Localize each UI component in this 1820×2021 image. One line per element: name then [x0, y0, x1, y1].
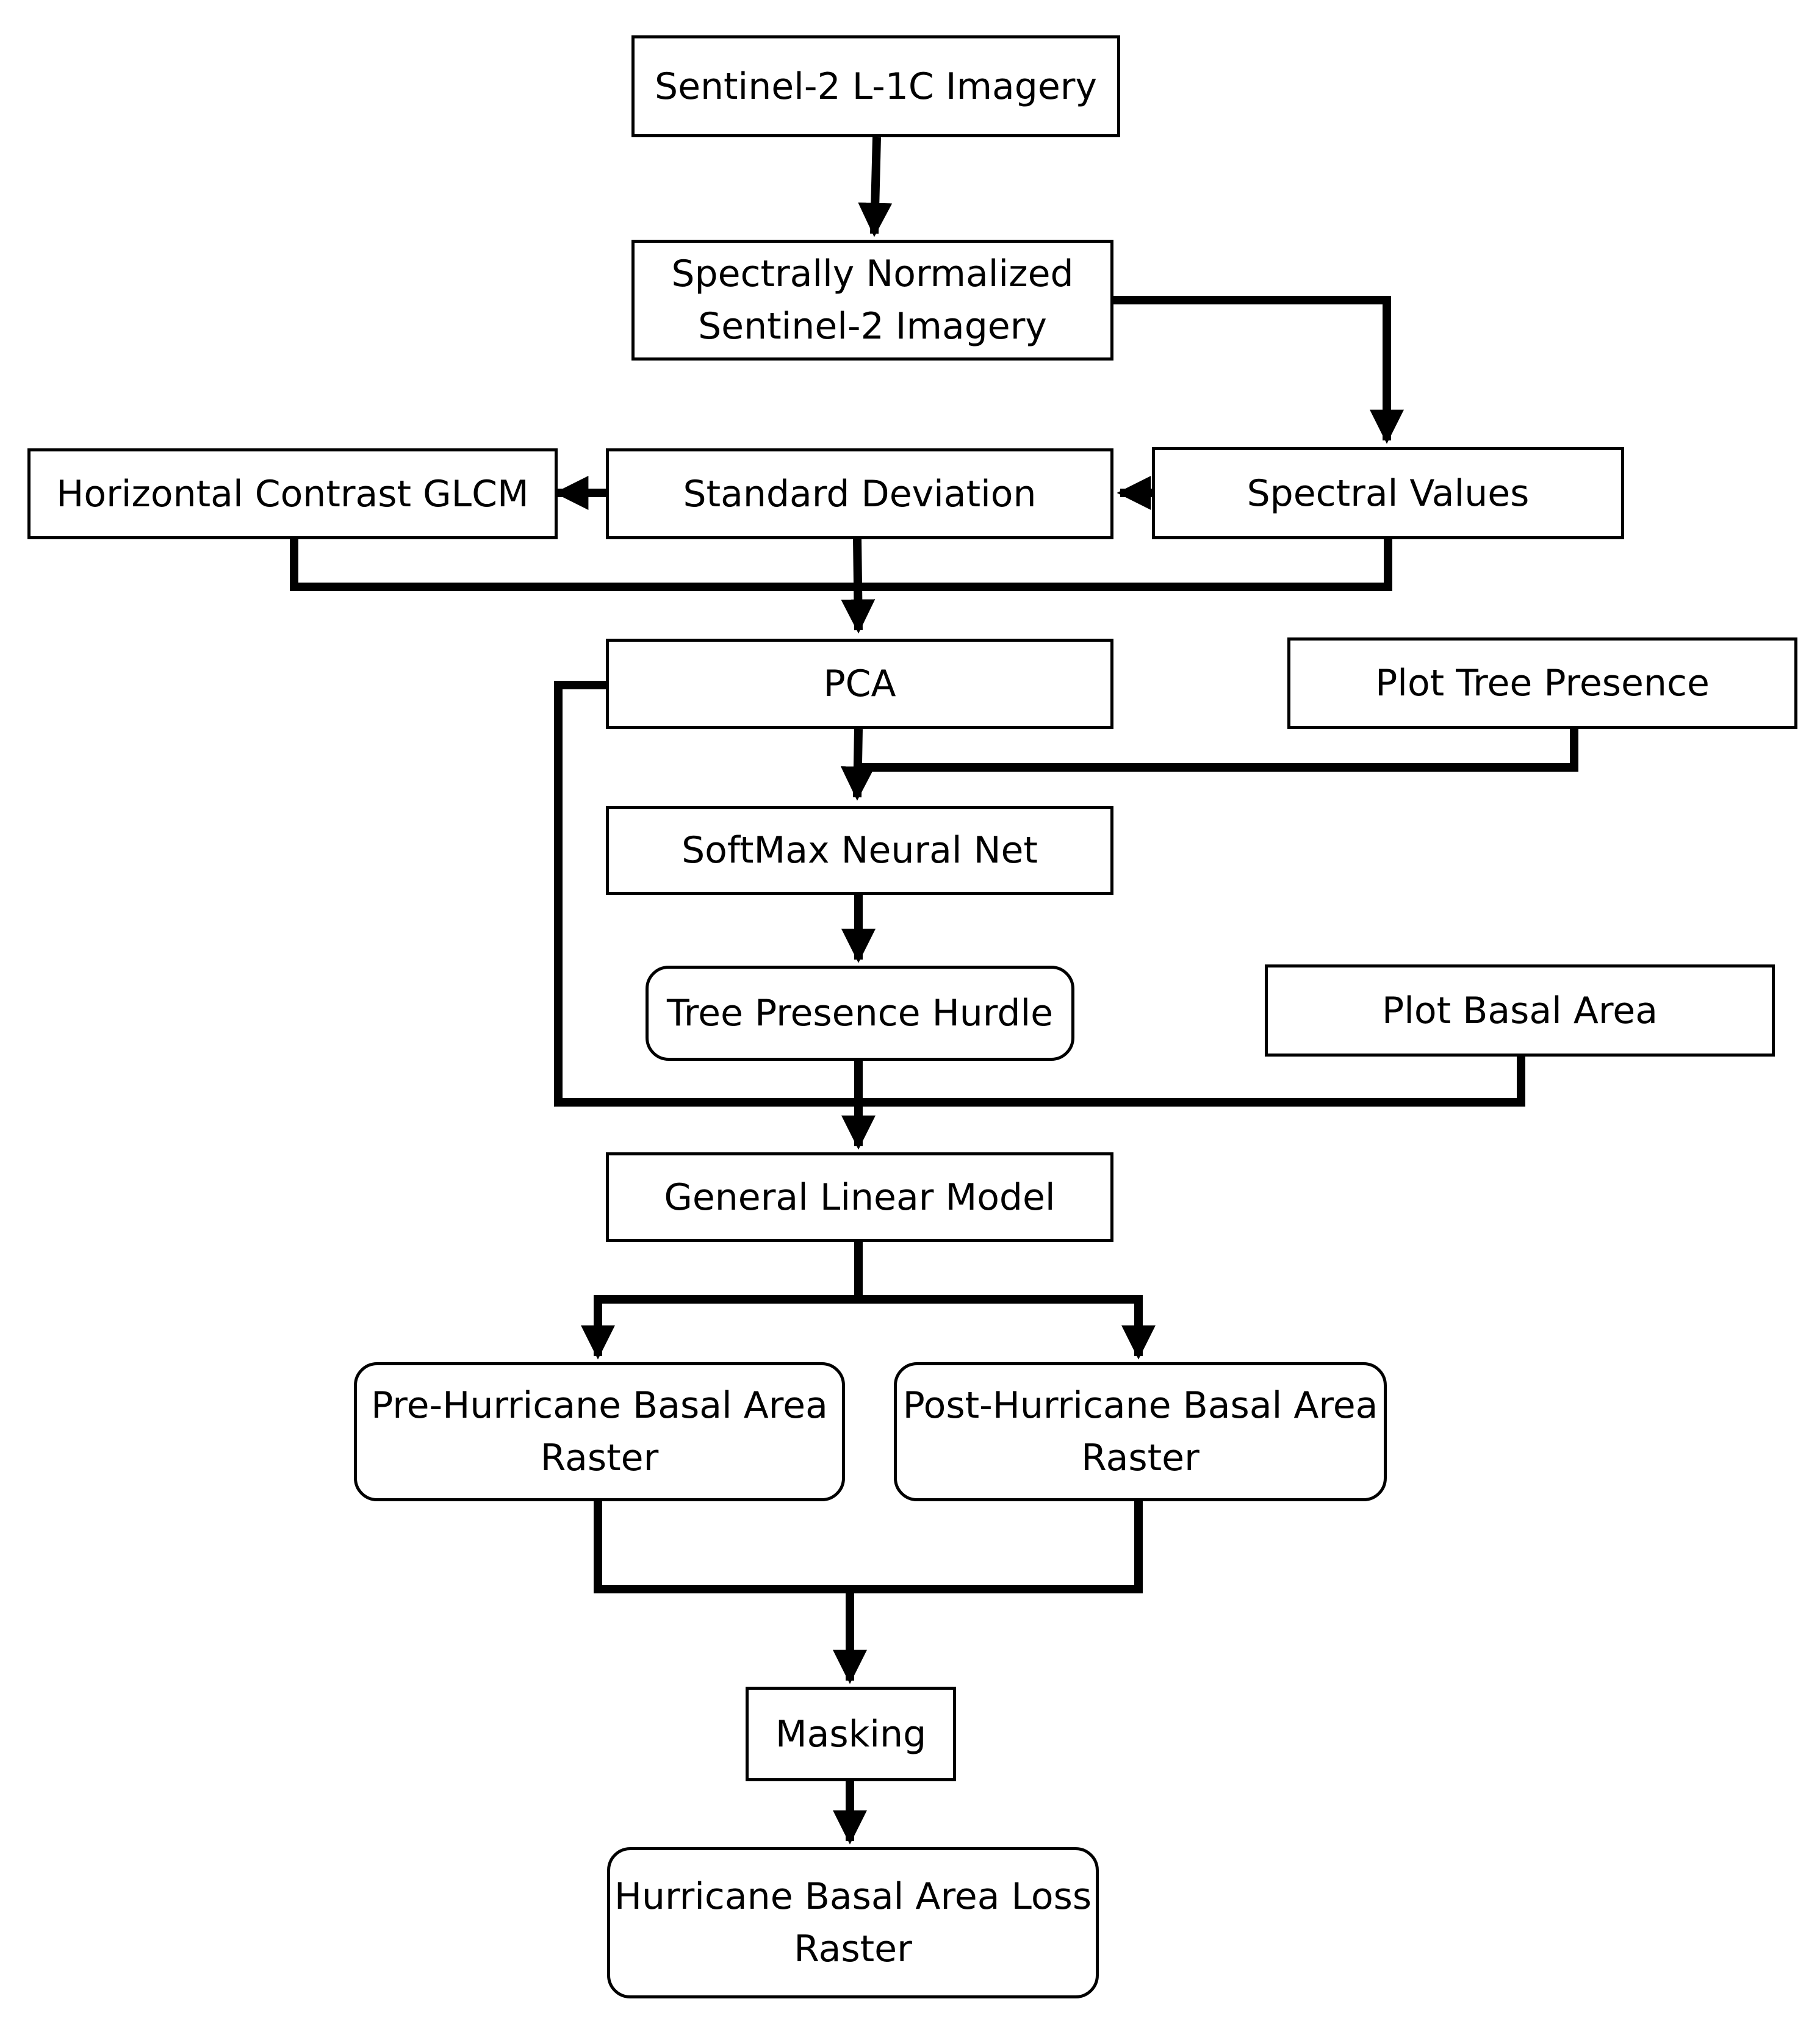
pre-hurricane-raster-box: Pre-Hurricane Basal Area Raster: [354, 1362, 845, 1501]
line-glcm-to-merge: [290, 538, 1392, 591]
plot-tree-presence-box: Plot Tree Presence: [1287, 637, 1797, 729]
general-linear-model-box: General Linear Model: [606, 1152, 1113, 1242]
line-plot-tree-presence-to-softmax: [857, 729, 1578, 772]
node-label: Raster: [540, 1437, 659, 1479]
node-label: Spectral Values: [1246, 472, 1530, 515]
standard-deviation-box: Standard Deviation: [606, 448, 1113, 539]
horizontal-contrast-glcm-box: Horizontal Contrast GLCM: [27, 448, 558, 539]
spectrally-normalized-imagery-box: Spectrally Normalized Sentinel-2 Imagery: [631, 240, 1113, 361]
softmax-neural-net-box: SoftMax Neural Net: [606, 806, 1113, 895]
arrow-normalized-to-spectral-values: [1113, 296, 1404, 444]
spectral-values-box: Spectral Values: [1152, 447, 1624, 539]
tree-presence-hurdle-box: Tree Presence Hurdle: [646, 966, 1074, 1061]
sentinel-l1c-imagery-box: Sentinel-2 L-1C Imagery: [631, 35, 1120, 137]
masking-box: Masking: [746, 1687, 956, 1781]
node-label: Sentinel-2 Imagery: [698, 305, 1047, 348]
pca-box: PCA: [606, 639, 1113, 729]
arrow-glm-to-pre-raster: [581, 1295, 858, 1360]
node-label: Raster: [794, 1928, 912, 1970]
node-label: PCA: [823, 662, 896, 705]
node-label: Post-Hurricane Basal Area: [902, 1384, 1378, 1427]
node-label: Raster: [1081, 1437, 1200, 1479]
node-label: Pre-Hurricane Basal Area: [371, 1384, 828, 1427]
node-label: Masking: [775, 1712, 927, 1756]
node-label: Standard Deviation: [683, 472, 1037, 515]
line-pca-bypass-to-glm: [554, 681, 857, 1107]
arrow-merge-to-pca: [841, 537, 876, 634]
post-hurricane-raster-box: Post-Hurricane Basal Area Raster: [894, 1362, 1387, 1501]
node-label: Plot Basal Area: [1382, 989, 1658, 1032]
line-rasters-merge: [594, 1497, 1143, 1593]
hurricane-basal-area-loss-raster-box: Hurricane Basal Area Loss Raster: [607, 1847, 1099, 1998]
arrow-glm-to-post-raster: [858, 1295, 1156, 1360]
node-label: Sentinel-2 L-1C Imagery: [655, 65, 1097, 108]
node-label: Horizontal Contrast GLCM: [56, 472, 529, 515]
plot-basal-area-box: Plot Basal Area: [1265, 964, 1775, 1057]
node-label: Hurricane Basal Area Loss: [614, 1875, 1092, 1918]
line-plot-basal-area-to-glm: [857, 1055, 1525, 1107]
arrow-l1c-to-normalized: [858, 137, 893, 237]
node-label: Plot Tree Presence: [1375, 662, 1710, 705]
node-label: Spectrally Normalized: [671, 253, 1074, 295]
node-label: Tree Presence Hurdle: [666, 992, 1054, 1035]
node-label: SoftMax Neural Net: [682, 829, 1038, 872]
node-label: General Linear Model: [664, 1176, 1056, 1219]
